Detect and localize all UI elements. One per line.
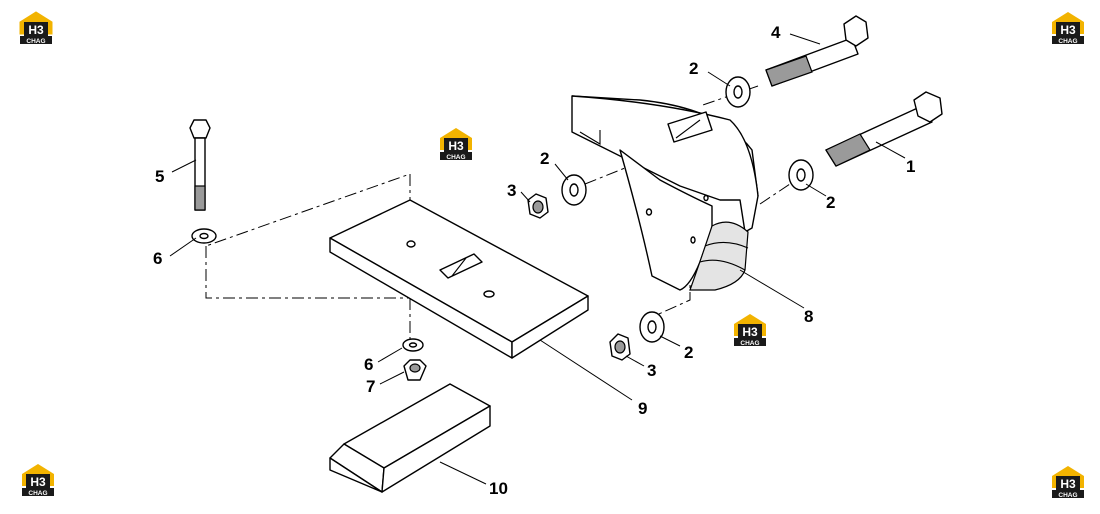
callout-2-top: 2: [689, 59, 698, 78]
part-2-washer-top: [725, 76, 751, 108]
part-2-washer-left: [561, 174, 587, 206]
callout-labels: 1 2 2 2 2 3 3 4 5 6 6 7 8 9 10: [153, 23, 915, 498]
logo-text: H3: [28, 23, 44, 37]
watermark-logo-top-left: H3 CHAG: [19, 11, 53, 45]
callout-2-right: 2: [826, 193, 835, 212]
part-6-washer-top: [191, 228, 217, 244]
logo-sub-text: CHAG: [446, 154, 465, 161]
logo-text: H3: [742, 325, 758, 339]
callout-5: 5: [155, 167, 164, 186]
callout-1: 1: [906, 157, 915, 176]
watermark-logo-bottom-left: H3 CHAG: [22, 464, 54, 497]
callout-6-left: 6: [153, 249, 162, 268]
watermark-logo-mid-right: H3 CHAG: [734, 314, 766, 347]
part-2-washer-right: [788, 159, 814, 191]
part-6-washer-bottom: [402, 338, 424, 352]
callout-4: 4: [771, 23, 781, 42]
logo-text: H3: [1060, 477, 1076, 491]
callout-3-left: 3: [507, 181, 516, 200]
logo-text: H3: [30, 475, 46, 489]
logo-sub-text: CHAG: [740, 340, 759, 347]
callout-10: 10: [489, 479, 508, 498]
logo-text: H3: [1060, 23, 1076, 37]
callout-8: 8: [804, 307, 813, 326]
callout-9: 9: [638, 399, 647, 418]
logo-sub-text: CHAG: [1058, 492, 1077, 499]
logo-sub-text: CHAG: [1058, 38, 1077, 45]
callout-6-bottom: 6: [364, 355, 373, 374]
logo-text: H3: [448, 139, 464, 153]
part-1-bolt: [825, 91, 943, 167]
logo-sub-text: CHAG: [28, 490, 47, 497]
callout-3-bottom: 3: [647, 361, 656, 380]
callout-2-left: 2: [540, 149, 549, 168]
part-8-bracket: [571, 95, 759, 291]
logo-sub-text: CHAG: [26, 38, 45, 45]
watermark-logo-center: H3 CHAG: [440, 128, 472, 161]
part-4-bolt: [765, 15, 869, 87]
part-10-pad: [329, 383, 491, 493]
watermark-logo-bottom-right: H3 CHAG: [1052, 466, 1084, 499]
part-7-nut: [403, 359, 427, 381]
leader-lines: [169, 33, 906, 485]
watermark-logo-top-right: H3 CHAG: [1052, 12, 1084, 45]
part-2-washer-bottom: [639, 311, 665, 343]
part-5-bolt: [189, 119, 211, 211]
part-9-plate: [329, 199, 589, 359]
callout-7: 7: [366, 377, 375, 396]
callout-2-bottom: 2: [684, 343, 693, 362]
part-3-nut-left: [527, 193, 549, 219]
part-3-nut-bottom: [609, 333, 631, 361]
